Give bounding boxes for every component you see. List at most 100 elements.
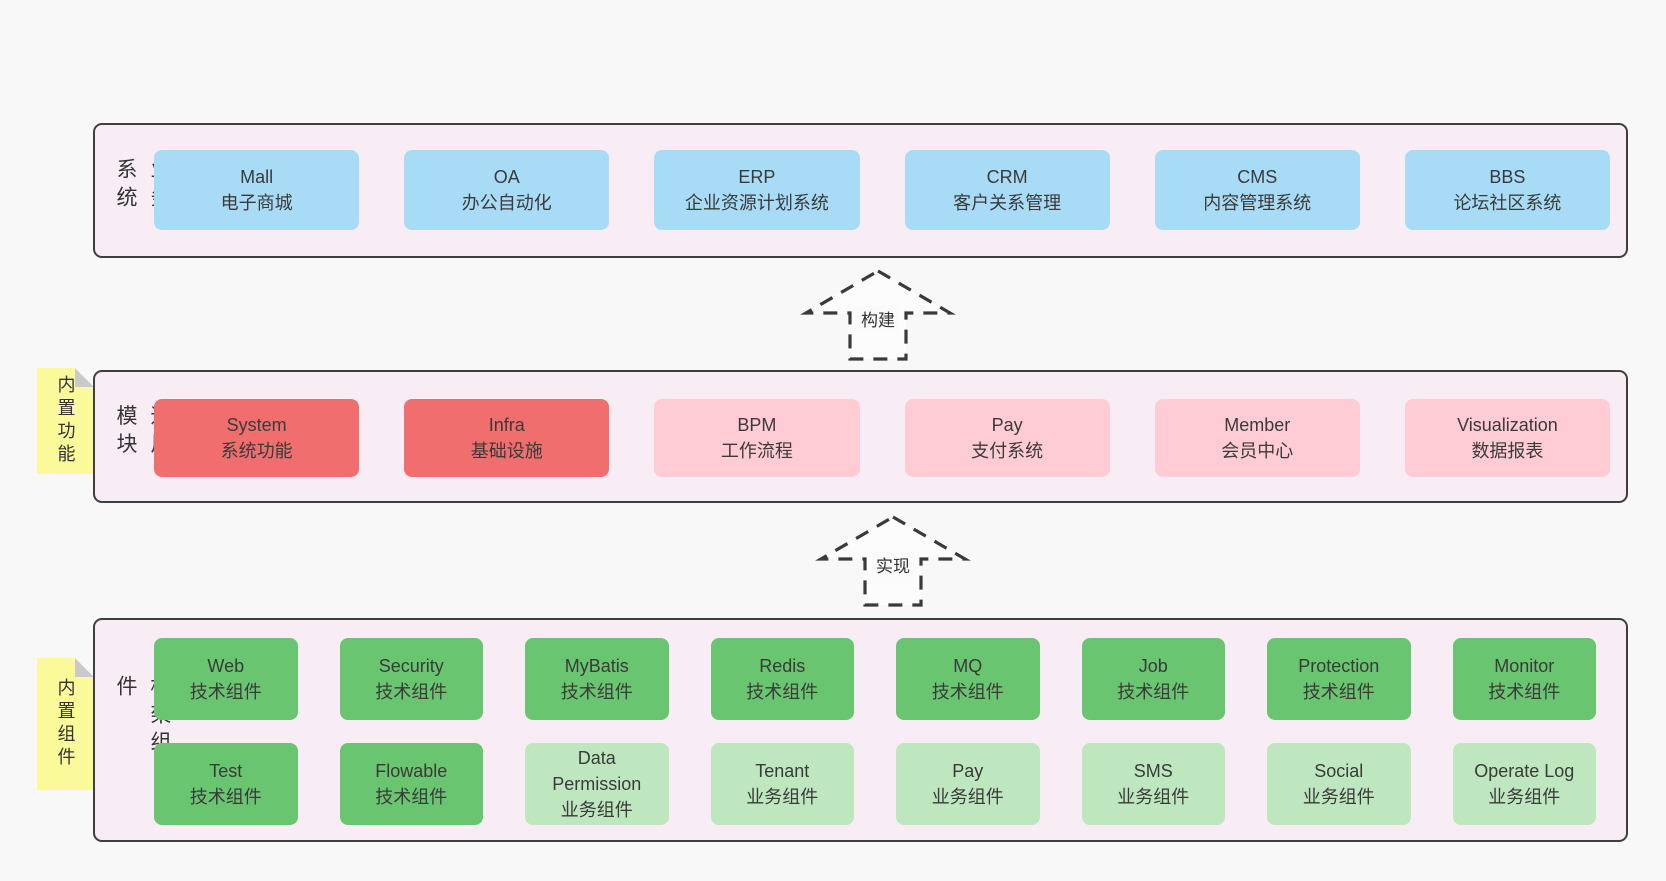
box-subtitle: 基础设施: [470, 441, 543, 461]
box-bpm: BPM 工作流程: [654, 399, 860, 477]
box-monitor: Monitor 技术组件: [1452, 638, 1596, 720]
band-business-systems: 业务系统 Mall 电子商城 OA 办公自动化 ERP 企业资源计划系统 CRM…: [93, 123, 1628, 258]
box-title: Pay: [952, 761, 984, 781]
box-title: Redis: [759, 656, 806, 676]
box-title: System: [226, 415, 287, 435]
box-title: SMS: [1133, 761, 1173, 781]
sticky-label: 内置功能: [55, 375, 76, 467]
box-title: Tenant: [755, 761, 810, 781]
box-title: Monitor: [1494, 656, 1555, 676]
arrow-implement: 实现: [813, 512, 973, 610]
box-subtitle: 会员中心: [1221, 441, 1294, 461]
box-visualization: Visualization 数据报表: [1404, 399, 1611, 477]
arrow-implement-label: 实现: [872, 552, 914, 577]
box-title: Job: [1138, 656, 1168, 676]
box-title: Test: [209, 761, 243, 781]
sticky-fold-corner: [75, 368, 94, 387]
box-subtitle: 业务组件: [1117, 787, 1190, 807]
band-framework-components: 框架组件 Web 技术组件 Security 技术组件 MyBatis 技术组件…: [93, 618, 1628, 842]
box-subtitle: 支付系统: [971, 441, 1044, 461]
sticky-built-in-features: 内置功能: [37, 368, 94, 474]
box-title: Pay: [991, 415, 1023, 435]
box-tenant: Tenant 业务组件: [710, 743, 854, 825]
box-title: Web: [207, 656, 245, 676]
box-title: MQ: [953, 656, 983, 676]
box-title: Security: [378, 656, 444, 676]
box-subtitle: 论坛社区系统: [1453, 193, 1562, 213]
box-subtitle: 工作流程: [720, 441, 793, 461]
box-erp: ERP 企业资源计划系统: [654, 150, 860, 230]
components-row-1: Web 技术组件 Security 技术组件 MyBatis 技术组件 Redi…: [154, 638, 1596, 720]
box-title: BPM: [737, 415, 777, 435]
sticky-label: 内置组件: [55, 678, 76, 770]
box-protection: Protection 技术组件: [1267, 638, 1411, 720]
box-infra: Infra 基础设施: [404, 399, 610, 477]
box-title: Operate Log: [1474, 761, 1575, 781]
box-subtitle: 业务组件: [746, 787, 819, 807]
box-title: ERP: [738, 167, 776, 187]
box-title: Visualization: [1457, 415, 1558, 435]
box-subtitle: 技术组件: [746, 682, 819, 702]
box-security: Security 技术组件: [339, 638, 483, 720]
arrow-build: 构建: [798, 266, 958, 364]
box-subtitle: 办公自动化: [461, 193, 552, 213]
box-mall: Mall 电子商城: [154, 150, 360, 230]
box-subtitle: 技术组件: [1302, 682, 1375, 702]
box-mybatis: MyBatis 技术组件: [525, 638, 669, 720]
box-subtitle: 内容管理系统: [1203, 193, 1312, 213]
box-subtitle: 数据报表: [1471, 441, 1544, 461]
box-system: System 系统功能: [154, 399, 360, 477]
box-subtitle: 系统功能: [220, 441, 293, 461]
box-mq: MQ 技术组件: [896, 638, 1040, 720]
business-box-row: Mall 电子商城 OA 办公自动化 ERP 企业资源计划系统 CRM 客户关系…: [154, 150, 1611, 230]
box-operate-log: Operate Log 业务组件: [1452, 743, 1596, 825]
box-subtitle: 业务组件: [1302, 787, 1375, 807]
box-title: Member: [1224, 415, 1291, 435]
box-title: CRM: [986, 167, 1028, 187]
box-redis: Redis 技术组件: [710, 638, 854, 720]
box-subtitle: 技术组件: [931, 682, 1004, 702]
box-sms: SMS 业务组件: [1081, 743, 1225, 825]
box-flowable: Flowable 技术组件: [339, 743, 483, 825]
box-test: Test 技术组件: [154, 743, 298, 825]
box-title: OA: [493, 167, 520, 187]
sticky-fold-corner: [75, 658, 94, 677]
box-crm: CRM 客户关系管理: [904, 150, 1110, 230]
box-title: Mall: [240, 167, 274, 187]
box-subtitle: 业务组件: [931, 787, 1004, 807]
box-subtitle: 技术组件: [375, 682, 448, 702]
box-social: Social 业务组件: [1267, 743, 1411, 825]
box-title: MyBatis: [564, 656, 629, 676]
box-subtitle: 电子商城: [220, 193, 293, 213]
box-bbs: BBS 论坛社区系统: [1404, 150, 1611, 230]
box-title: Flowable: [375, 761, 448, 781]
box-subtitle: 业务组件: [560, 800, 633, 820]
box-cms: CMS 内容管理系统: [1154, 150, 1360, 230]
box-data-permission: Data Permission 业务组件: [525, 743, 669, 825]
box-subtitle: 企业资源计划系统: [684, 193, 829, 213]
box-title: Social: [1314, 761, 1364, 781]
components-rows: Web 技术组件 Security 技术组件 MyBatis 技术组件 Redi…: [154, 638, 1596, 825]
box-subtitle: 技术组件: [1117, 682, 1190, 702]
box-title: Infra: [488, 415, 525, 435]
box-subtitle: 技术组件: [1488, 682, 1561, 702]
box-title: Data Permission: [552, 748, 642, 794]
arrow-build-label: 构建: [857, 306, 899, 331]
sticky-built-in-components: 内置组件: [37, 658, 94, 790]
box-title: BBS: [1489, 167, 1526, 187]
box-subtitle: 技术组件: [560, 682, 633, 702]
box-title: Protection: [1298, 656, 1380, 676]
box-subtitle: 客户关系管理: [953, 193, 1062, 213]
box-title: CMS: [1237, 167, 1278, 187]
box-subtitle: 技术组件: [189, 682, 262, 702]
box-web: Web 技术组件: [154, 638, 298, 720]
box-oa: OA 办公自动化: [404, 150, 610, 230]
box-pay-biz: Pay 业务组件: [896, 743, 1040, 825]
modules-box-row: System 系统功能 Infra 基础设施 BPM 工作流程 Pay 支付系统…: [154, 399, 1611, 477]
box-member: Member 会员中心: [1154, 399, 1360, 477]
box-subtitle: 技术组件: [375, 787, 448, 807]
band-common-modules: 通用模块 System 系统功能 Infra 基础设施 BPM 工作流程 Pay…: [93, 370, 1628, 503]
box-subtitle: 业务组件: [1488, 787, 1561, 807]
components-row-2: Test 技术组件 Flowable 技术组件 Data Permission …: [154, 743, 1596, 825]
box-subtitle: 技术组件: [189, 787, 262, 807]
